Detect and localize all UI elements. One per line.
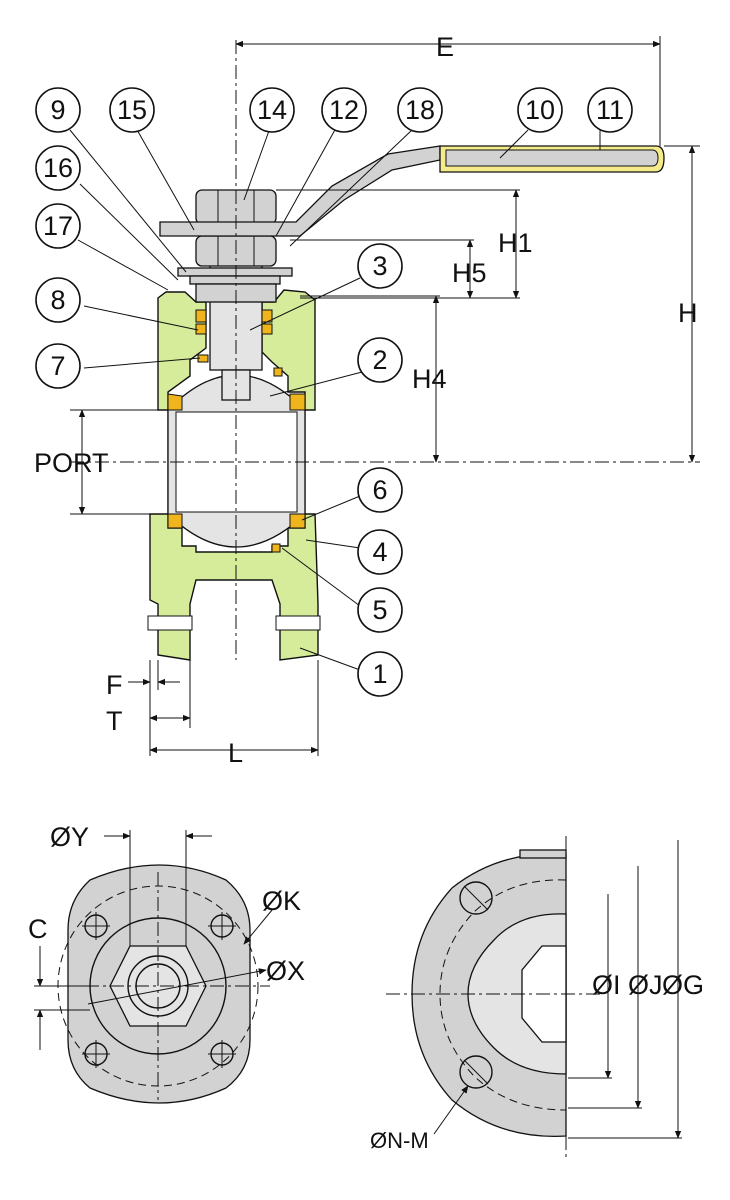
dim-T: T xyxy=(106,660,191,736)
callout-3: 3 xyxy=(357,243,403,289)
dim-I-label: ØI xyxy=(592,970,621,1000)
bolt-hole xyxy=(208,1040,236,1068)
callout-5: 5 xyxy=(357,587,403,633)
dim-F-label: F xyxy=(106,670,123,700)
leader-lines xyxy=(69,127,601,671)
dim-H: H xyxy=(664,145,700,463)
top-view xyxy=(57,864,270,1104)
svg-text:1: 1 xyxy=(372,659,387,689)
dim-Y-label: ØY xyxy=(50,822,89,852)
dim-G-label: ØG xyxy=(662,970,704,1000)
callout-15: 15 xyxy=(109,87,155,133)
callout-14: 14 xyxy=(249,87,295,133)
svg-text:18: 18 xyxy=(405,95,435,125)
dim-PORT-label: PORT xyxy=(34,448,109,478)
dim-H4: H4 xyxy=(300,295,447,463)
dim-H5: H5 xyxy=(290,239,487,299)
dim-Y: ØY xyxy=(50,822,212,946)
dim-C-label: C xyxy=(28,914,48,944)
svg-text:11: 11 xyxy=(596,95,624,125)
callout-6: 6 xyxy=(357,467,403,513)
dim-J-label: ØJ xyxy=(628,970,663,1000)
callout-18: 18 xyxy=(397,87,443,133)
dim-H-label: H xyxy=(678,298,698,328)
bolt-hole xyxy=(459,1055,493,1089)
bolt-hole xyxy=(208,912,236,940)
callout-8: 8 xyxy=(35,277,81,323)
dim-X-label: ØX xyxy=(266,956,305,986)
callout-17: 17 xyxy=(35,203,81,249)
svg-text:3: 3 xyxy=(372,251,387,281)
svg-text:2: 2 xyxy=(372,345,387,375)
dim-PORT: PORT xyxy=(34,409,168,515)
callout-4: 4 xyxy=(357,529,403,575)
callout-circles: 9 15 16 17 8 7 14 12 18 10 11 3 2 6 4 5 … xyxy=(35,87,633,697)
svg-text:16: 16 xyxy=(43,153,73,183)
dim-NM-label: ØN-M xyxy=(370,1128,429,1153)
dim-H4-label: H4 xyxy=(412,364,447,394)
section-view xyxy=(70,40,700,661)
dim-T-label: T xyxy=(106,706,123,736)
bolt-hole xyxy=(459,881,493,915)
dim-F: F xyxy=(106,660,180,756)
dim-H1-label: H1 xyxy=(498,228,533,258)
svg-text:12: 12 xyxy=(329,95,359,125)
end-view: ØI ØJ ØG ØN-M xyxy=(370,836,704,1160)
dim-E-label: E xyxy=(436,32,454,62)
svg-text:8: 8 xyxy=(50,285,65,315)
bolt-hole xyxy=(82,912,110,940)
dim-E: E xyxy=(235,32,661,146)
svg-text:10: 10 xyxy=(525,95,555,125)
svg-text:6: 6 xyxy=(372,475,387,505)
dim-L: L xyxy=(149,660,319,768)
callout-1: 1 xyxy=(357,651,403,697)
svg-text:15: 15 xyxy=(117,95,147,125)
svg-text:4: 4 xyxy=(372,537,387,567)
dim-H5-label: H5 xyxy=(452,258,487,288)
svg-text:7: 7 xyxy=(50,351,65,381)
svg-text:17: 17 xyxy=(43,211,73,241)
callout-2: 2 xyxy=(357,337,403,383)
dim-L-label: L xyxy=(228,738,243,768)
dim-K: ØK xyxy=(243,886,301,945)
svg-text:9: 9 xyxy=(50,95,65,125)
bolt-hole xyxy=(82,1040,110,1068)
callout-11: 11 xyxy=(587,87,633,133)
callout-16: 16 xyxy=(35,145,81,191)
svg-text:14: 14 xyxy=(257,95,287,125)
svg-text:5: 5 xyxy=(372,595,387,625)
dim-H1: H1 xyxy=(276,189,533,299)
callout-9: 9 xyxy=(35,87,81,133)
callout-7: 7 xyxy=(35,343,81,389)
callout-10: 10 xyxy=(517,87,563,133)
dim-K-label: ØK xyxy=(262,886,301,916)
callout-12: 12 xyxy=(321,87,367,133)
dim-C: C xyxy=(28,914,90,1050)
dim-X: ØX xyxy=(87,956,305,1005)
